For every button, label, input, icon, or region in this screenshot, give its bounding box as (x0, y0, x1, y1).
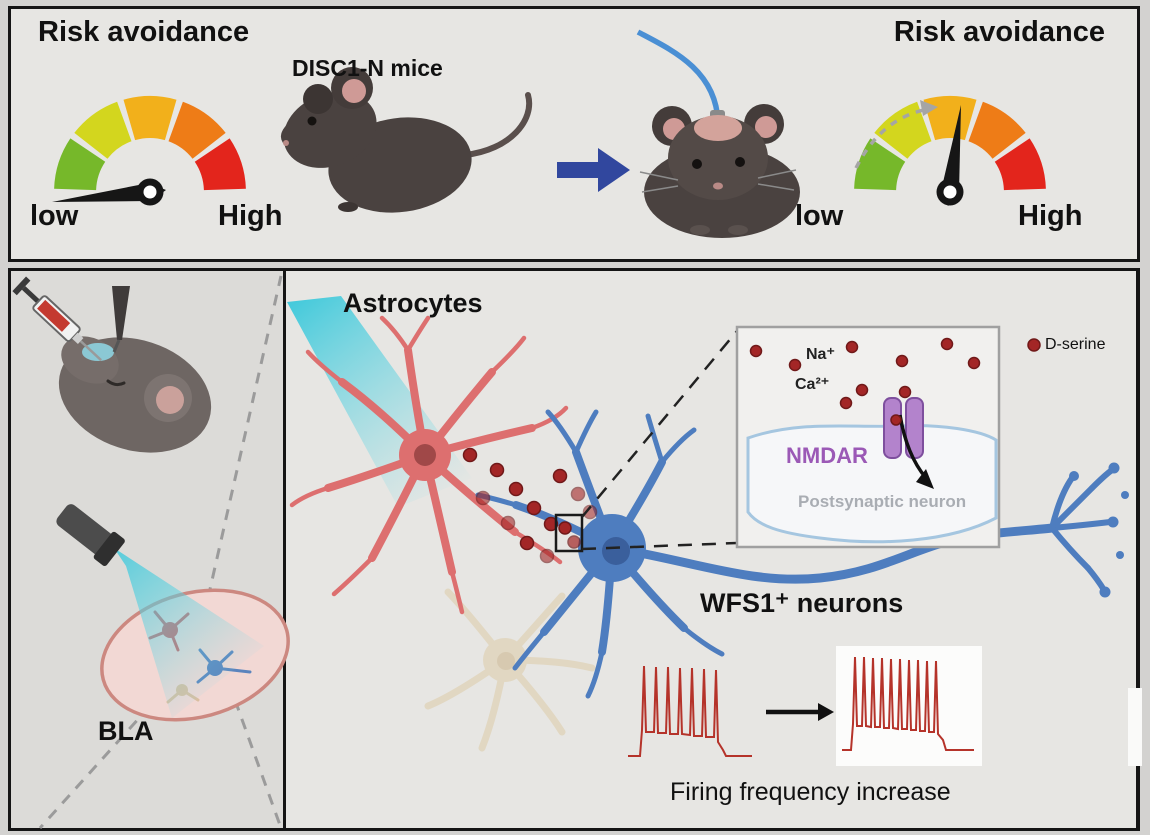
nmdar-label: NMDAR (786, 443, 868, 468)
bla-label: BLA (98, 716, 154, 746)
mechanism-panel (283, 268, 1139, 831)
dserine-legend-label: D-serine (1045, 336, 1106, 353)
firing-frequency-label: Firing frequency increase (670, 778, 951, 806)
disc1-mice-label: DISC1-N mice (292, 55, 443, 81)
na-ion-label: Na⁺ (806, 346, 835, 363)
gauge-right-low-label: low (795, 200, 844, 232)
ca-ion-label: Ca²⁺ (795, 376, 830, 393)
risk-avoidance-title-left: Risk avoidance (38, 16, 250, 48)
gauge-right-high-label: High (1018, 200, 1083, 232)
gauge-left-high-label: High (218, 200, 283, 232)
gauge-left-low-label: low (30, 200, 79, 232)
wfs1-neurons-label: WFS1⁺ neurons (700, 588, 904, 618)
risk-avoidance-title-right: Risk avoidance (893, 16, 1105, 48)
postsynaptic-neuron-label: Postsynaptic neuron (798, 492, 967, 511)
astrocytes-label: Astrocytes (343, 288, 483, 318)
